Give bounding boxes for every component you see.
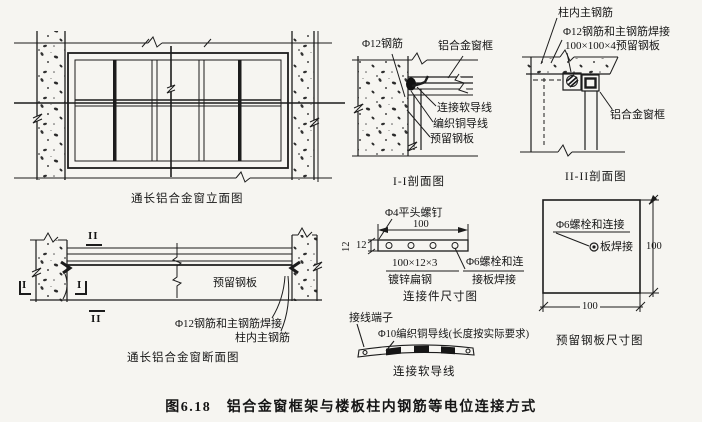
- label-bolt-weld-line1: Φ6螺栓和连: [466, 256, 524, 268]
- label-bolt-weld-line2: 接板焊接: [472, 274, 516, 286]
- section-view-drawing: [19, 226, 323, 332]
- plate-drawing: [538, 194, 659, 312]
- label-plate-bolt-line2: 板焊接: [600, 241, 633, 253]
- label-reserved-plate-size-ii: 100×100×4预留钢板: [565, 40, 660, 52]
- label-galvanized-flat-steel: 镀锌扁钢: [388, 274, 432, 286]
- label-reserved-plate: 预留钢板: [213, 277, 257, 289]
- label-flex-wire: 连接软导线: [437, 102, 492, 114]
- elevation-caption: 通长铝合金窗立面图: [131, 193, 244, 205]
- label-reserved-plate-i: 预留钢板: [430, 133, 474, 145]
- label-braided-wire: 编织铜导线: [433, 118, 488, 130]
- label-connector-size: 100×12×3: [392, 257, 438, 269]
- section-mark-ii-bottom: II: [91, 313, 102, 325]
- label-column-main-rebar: 柱内主钢筋: [235, 332, 290, 344]
- section-i-i-drawing: [352, 52, 478, 157]
- dim-connector-thickness: 12: [341, 241, 352, 253]
- plate-caption: 预留钢板尺寸图: [556, 335, 644, 347]
- label-phi12-rebar: Φ12钢筋: [362, 38, 404, 50]
- section-ii-ii-drawing: [520, 17, 625, 157]
- label-plate-bolt-line1: Φ6螺栓和连接: [556, 219, 625, 231]
- dim-plate-width: 100: [580, 301, 600, 314]
- wire-caption: 连接软导线: [393, 366, 456, 378]
- section-mark-i-left: I: [22, 279, 28, 291]
- figure-caption: 图6.18 铝合金窗框架与楼板柱内钢筋等电位连接方式: [165, 400, 537, 415]
- dim-connector-length: 100: [413, 219, 429, 230]
- label-rebar-weld: Φ12钢筋和主钢筋焊接: [175, 318, 283, 330]
- flexible-wire-drawing: [356, 323, 475, 358]
- section-i-i-caption: I-I剖面图: [393, 176, 445, 188]
- label-flat-head-screw: Φ4平头螺钉: [385, 207, 443, 219]
- dim-connector-height: 12: [356, 240, 367, 251]
- label-wire-terminal: 接线端子: [349, 312, 393, 324]
- connector-drawing: [367, 218, 524, 272]
- label-braided-copper-wire: Φ10编织铜导线(长度按实际要求): [378, 329, 530, 340]
- label-aluminum-frame-ii: 铝合金窗框: [610, 109, 665, 121]
- section-mark-i-right: I: [77, 279, 83, 291]
- label-column-main-rebar-ii: 柱内主钢筋: [558, 7, 613, 19]
- section-mark-ii-top: II: [88, 230, 99, 242]
- label-rebar-weld-ii: Φ12钢筋和主钢筋焊接: [563, 26, 671, 38]
- section-ii-ii-caption: II-II剖面图: [565, 171, 627, 183]
- label-aluminum-frame-i: 铝合金窗框: [438, 40, 493, 52]
- connector-caption: 连接件尺寸图: [403, 291, 478, 303]
- elevation-drawing: [14, 31, 345, 183]
- section-view-caption: 通长铝合金窗断面图: [127, 352, 240, 364]
- dim-plate-height: 100: [646, 241, 662, 252]
